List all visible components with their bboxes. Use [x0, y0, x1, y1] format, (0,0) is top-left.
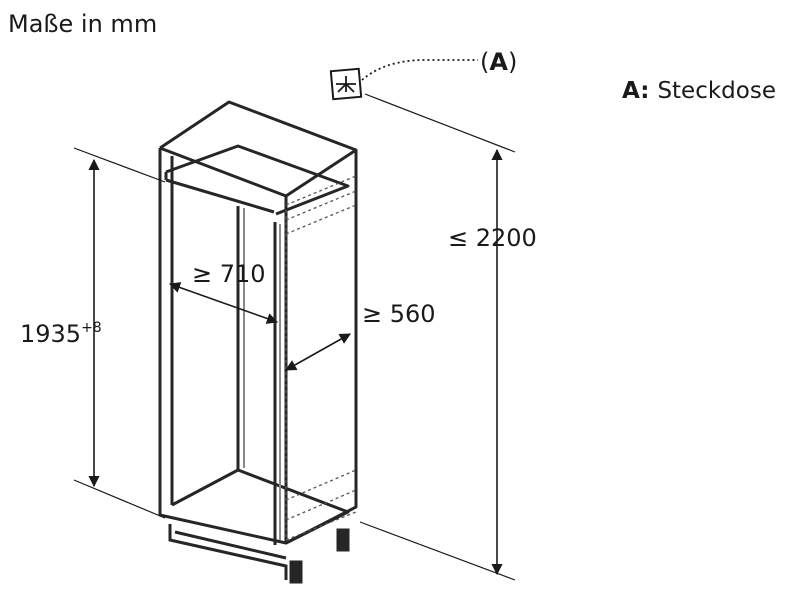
dimension-height-ceiling: ≤ 2200	[359, 93, 537, 581]
cabinet-right-side	[284, 150, 358, 545]
cabinet-bottom-shelf	[171, 468, 350, 545]
legend-text: Steckdose	[657, 78, 776, 104]
legend-entry: A: Steckdose	[622, 78, 776, 104]
socket-callout: (A)	[480, 48, 517, 76]
dimension-width: ≥ 710	[168, 260, 279, 324]
depth-label: ≥ 560	[362, 300, 436, 328]
socket-callout-letter: A	[489, 48, 508, 76]
dimension-depth: ≥ 560	[285, 300, 436, 371]
socket-icon	[329, 67, 363, 101]
cabinet-top-back	[159, 100, 358, 198]
legend-key: A:	[622, 78, 649, 104]
units-label: Maße in mm	[8, 10, 157, 38]
niche-dashed-outline	[285, 175, 357, 541]
height-ceiling-label: ≤ 2200	[448, 224, 537, 252]
cabinet	[158, 100, 358, 545]
cabinet-front-frame	[158, 146, 287, 545]
dimension-height-niche: 1935+8	[20, 147, 166, 519]
cabinet-top-shelf	[164, 144, 350, 216]
socket-leader-line	[361, 59, 478, 81]
width-label: ≥ 710	[192, 260, 266, 288]
height-niche-label: 1935+8	[20, 320, 102, 348]
cabinet-inner-shading	[243, 208, 281, 540]
cabinet-plinth	[168, 524, 350, 584]
